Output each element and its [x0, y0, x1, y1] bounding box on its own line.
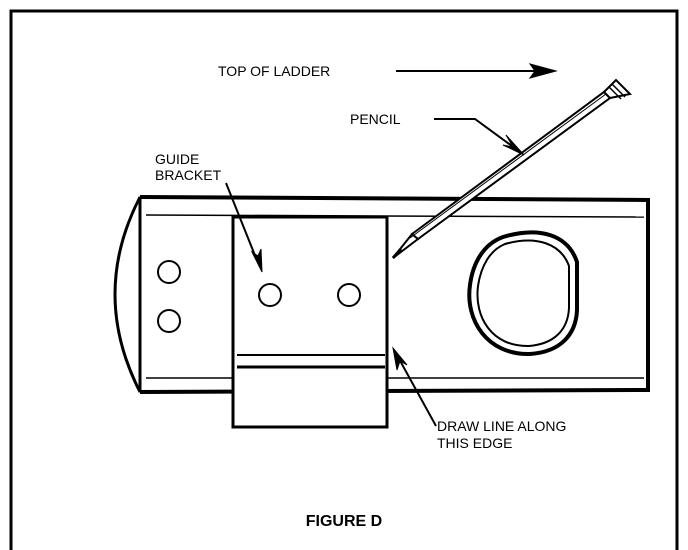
rail-hole	[157, 309, 181, 333]
rail-hole	[157, 260, 181, 284]
pencil-label: PENCIL	[350, 111, 401, 127]
guide-bracket-leader	[225, 182, 257, 259]
ladder-rail	[113, 195, 650, 394]
guide-bracket-label-line1: GUIDE	[155, 151, 200, 167]
draw-line-label-line2: THIS EDGE	[437, 435, 513, 451]
bracket-hole	[337, 283, 361, 307]
guide-bracket	[231, 215, 389, 429]
pencil-leader	[434, 118, 517, 150]
pencil-arrowhead	[502, 134, 525, 156]
pencil	[391, 78, 633, 259]
arrowheads	[250, 63, 558, 371]
figure-frame	[9, 9, 679, 550]
guide-bracket-arrowhead	[250, 248, 263, 273]
draw-line-label-line1: DRAW LINE ALONG	[437, 418, 567, 434]
top-of-ladder-label: TOP OF LADDER	[218, 63, 331, 79]
d-shaped-opening	[467, 230, 579, 357]
leader-lines	[225, 70, 535, 427]
figure-caption: FIGURE D	[305, 513, 383, 530]
ladder-end-cap	[113, 196, 142, 393]
draw-line-leader	[397, 356, 437, 427]
top-of-ladder-arrowhead	[528, 63, 558, 79]
draw-line-arrowhead	[392, 346, 408, 371]
rail-holes	[157, 260, 181, 333]
guide-bracket-label-line2: BRACKET	[155, 167, 222, 183]
bracket-hole	[258, 283, 282, 307]
